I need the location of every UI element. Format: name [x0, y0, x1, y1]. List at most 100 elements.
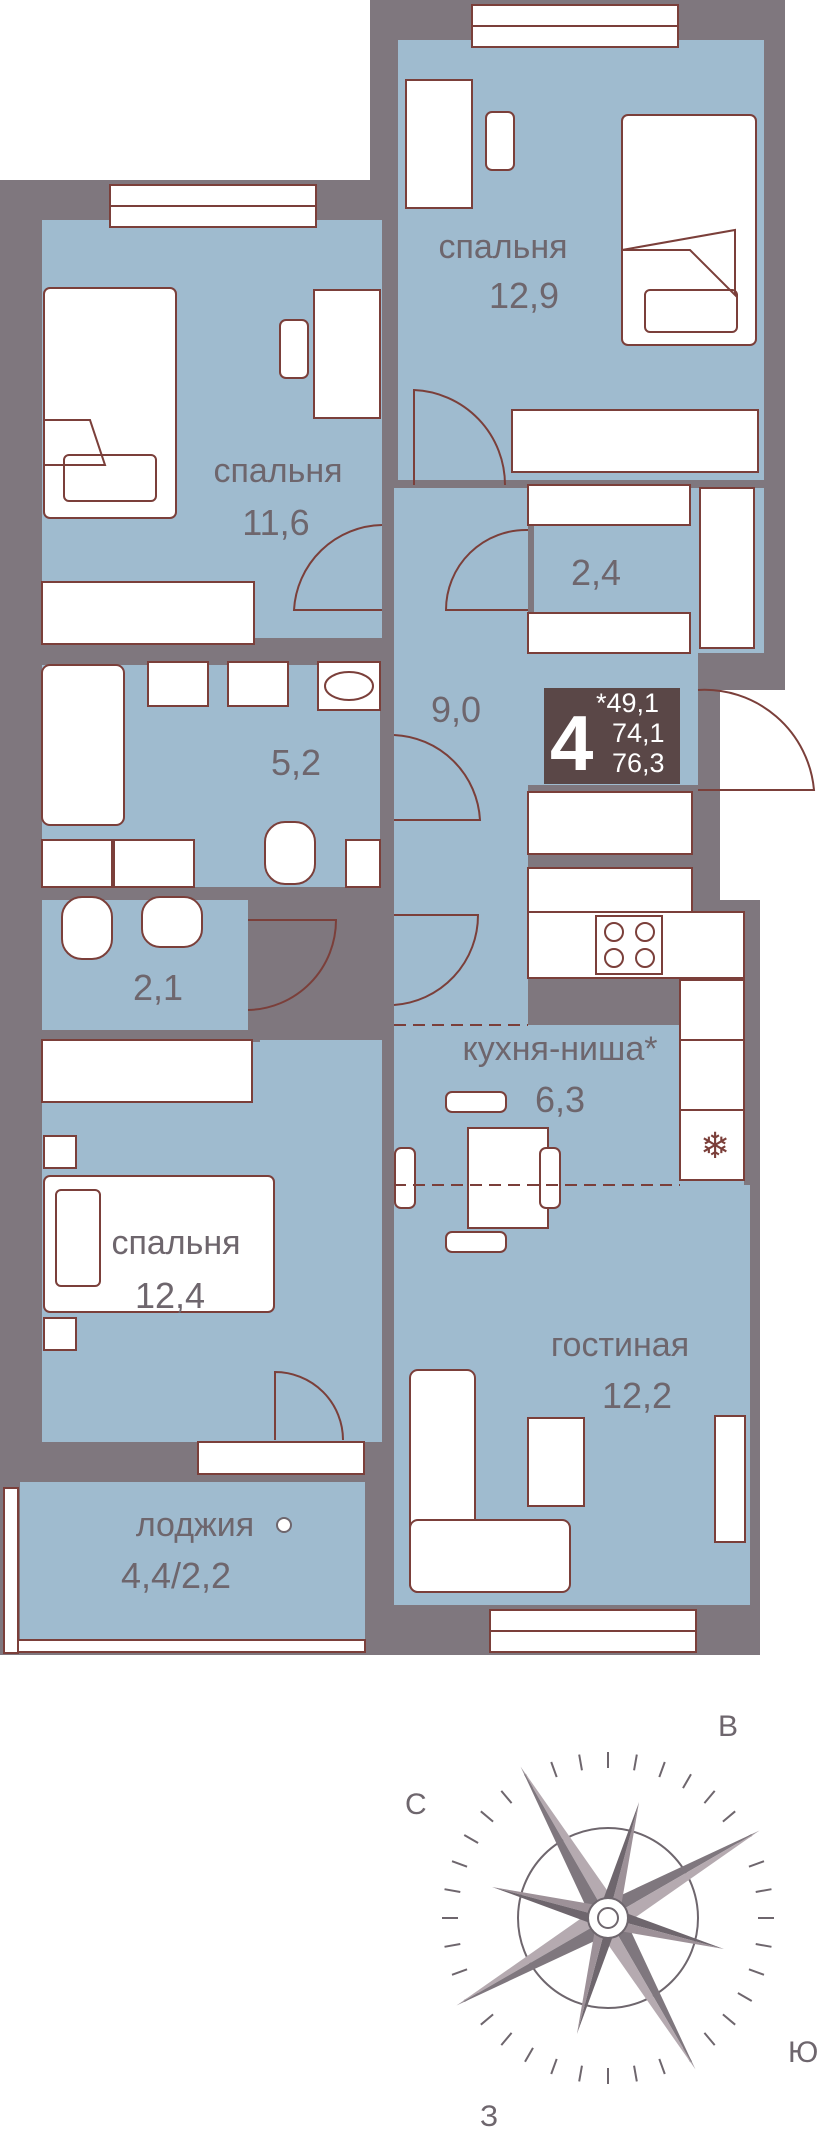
label-toilet-area: 2,1	[133, 967, 183, 1008]
compass-tick	[578, 1754, 583, 1771]
door-bedroom-left	[292, 524, 383, 611]
closet-shelf-3	[699, 487, 755, 649]
chair-d2	[445, 1231, 507, 1253]
wardrobe-left	[41, 581, 255, 645]
chair-d4	[539, 1147, 561, 1209]
compass-tick	[451, 1860, 468, 1868]
vent-2	[113, 839, 195, 888]
sink-bath	[317, 661, 381, 711]
label-loggia-name: лоджия	[136, 1506, 254, 1544]
compass-tick	[444, 1943, 461, 1948]
bed-top	[621, 114, 757, 346]
label-closet-area: 2,4	[571, 552, 621, 593]
badge-total-with-loggia: 76,3	[612, 748, 665, 778]
compass-tick	[658, 1761, 666, 1778]
toilet-bath	[264, 821, 316, 885]
pillow-left	[63, 454, 157, 502]
door-bathroom	[393, 734, 482, 821]
compass-tick	[500, 2032, 513, 2046]
compass-tick	[703, 1790, 716, 1804]
compass-tick	[633, 2065, 638, 2082]
badge-rooms-count: 4	[550, 699, 593, 787]
desk-left	[313, 289, 381, 419]
chair-left	[279, 319, 309, 379]
compass-tick	[500, 1790, 513, 1804]
chair-d1	[445, 1091, 507, 1113]
compass-rose-icon: С В Ю З	[405, 1710, 818, 2131]
compass-tick	[550, 2058, 558, 2075]
window-bedroom-bottom	[197, 1441, 365, 1475]
compass-tick	[451, 1968, 468, 1976]
toilet-2	[61, 896, 113, 960]
label-kitchen-name: кухня-ниша*	[463, 1030, 658, 1068]
circle-marker-icon	[276, 1517, 292, 1533]
compass-tick	[755, 1888, 772, 1893]
room-labels: спальня 12,9 спальня 11,6 2,4 9,0 5,2 2,…	[111, 228, 689, 1596]
compass-tick	[737, 1992, 753, 2002]
bed-bottom	[43, 1175, 275, 1313]
nightstand-2	[43, 1317, 77, 1351]
washing-machine-2	[227, 661, 289, 707]
label-living-area: 12,2	[602, 1375, 672, 1416]
label-bedroom-bottom-area: 12,4	[135, 1275, 205, 1316]
chair-d3	[394, 1147, 416, 1209]
windows	[3, 4, 697, 1654]
door-closet	[444, 528, 529, 611]
sink-2	[141, 896, 203, 948]
compass-tick	[722, 2013, 736, 2026]
compass-tick	[703, 2032, 716, 2046]
coffee-table	[527, 1417, 585, 1507]
kitchen-cabinet	[679, 1039, 745, 1111]
label-bedroom-left-area: 11,6	[242, 502, 309, 543]
bathtub	[41, 664, 125, 826]
label-bedroom-left-name: спальня	[213, 452, 342, 490]
badge-total-area: 74,1	[612, 718, 665, 748]
label-bathroom-area: 5,2	[271, 742, 321, 783]
compass-west: З	[480, 2100, 498, 2131]
nightstand-1	[43, 1135, 77, 1169]
compass-tick	[755, 1943, 772, 1948]
doors	[247, 388, 816, 1441]
compass-tick	[524, 2047, 534, 2063]
label-loggia-area: 4,4/2,2	[121, 1555, 231, 1596]
compass-east: В	[718, 1710, 738, 1743]
dining-table	[467, 1127, 549, 1229]
badge-living-area: *49,1	[596, 688, 659, 718]
compass-tick	[578, 2065, 583, 2082]
compass-south: Ю	[788, 2036, 818, 2069]
fridge	[679, 1109, 745, 1181]
pillow-bottom	[55, 1189, 101, 1287]
compass-tick	[722, 1810, 736, 1823]
label-bedroom-top-name: спальня	[438, 228, 567, 266]
compass-north: С	[405, 1788, 427, 1821]
closet-shelf-1	[527, 484, 691, 526]
shelf-hall-2	[527, 867, 693, 913]
kitchen-sink	[679, 979, 745, 1041]
compass-tick	[633, 1754, 638, 1771]
wardrobe-top	[511, 409, 759, 473]
hob	[595, 915, 663, 975]
tv-stand	[714, 1415, 746, 1543]
washing-machine-1	[147, 661, 209, 707]
sofa-chaise	[409, 1519, 571, 1593]
floor-hall	[394, 485, 528, 1025]
snowflake-icon: ❄	[700, 1126, 730, 1167]
desk-top	[405, 79, 473, 209]
label-bedroom-top-area: 12,9	[489, 275, 559, 316]
compass-tick	[444, 1888, 461, 1893]
compass-tick	[550, 1761, 558, 1778]
vent-3	[345, 839, 381, 888]
door-bedroom-top	[413, 388, 507, 486]
door-toilet	[247, 919, 338, 1011]
door-entrance	[697, 688, 816, 791]
compass-tick	[480, 1810, 494, 1823]
vent-1	[41, 839, 113, 888]
label-kitchen-area: 6,3	[535, 1079, 585, 1120]
compass-tick	[682, 1773, 692, 1789]
label-hall-area: 9,0	[431, 689, 481, 730]
loggia-glazing	[3, 1487, 19, 1654]
label-bedroom-bottom-name: спальня	[111, 1224, 240, 1262]
compass-tick	[480, 2013, 494, 2026]
closet-shelf-2	[527, 612, 691, 654]
